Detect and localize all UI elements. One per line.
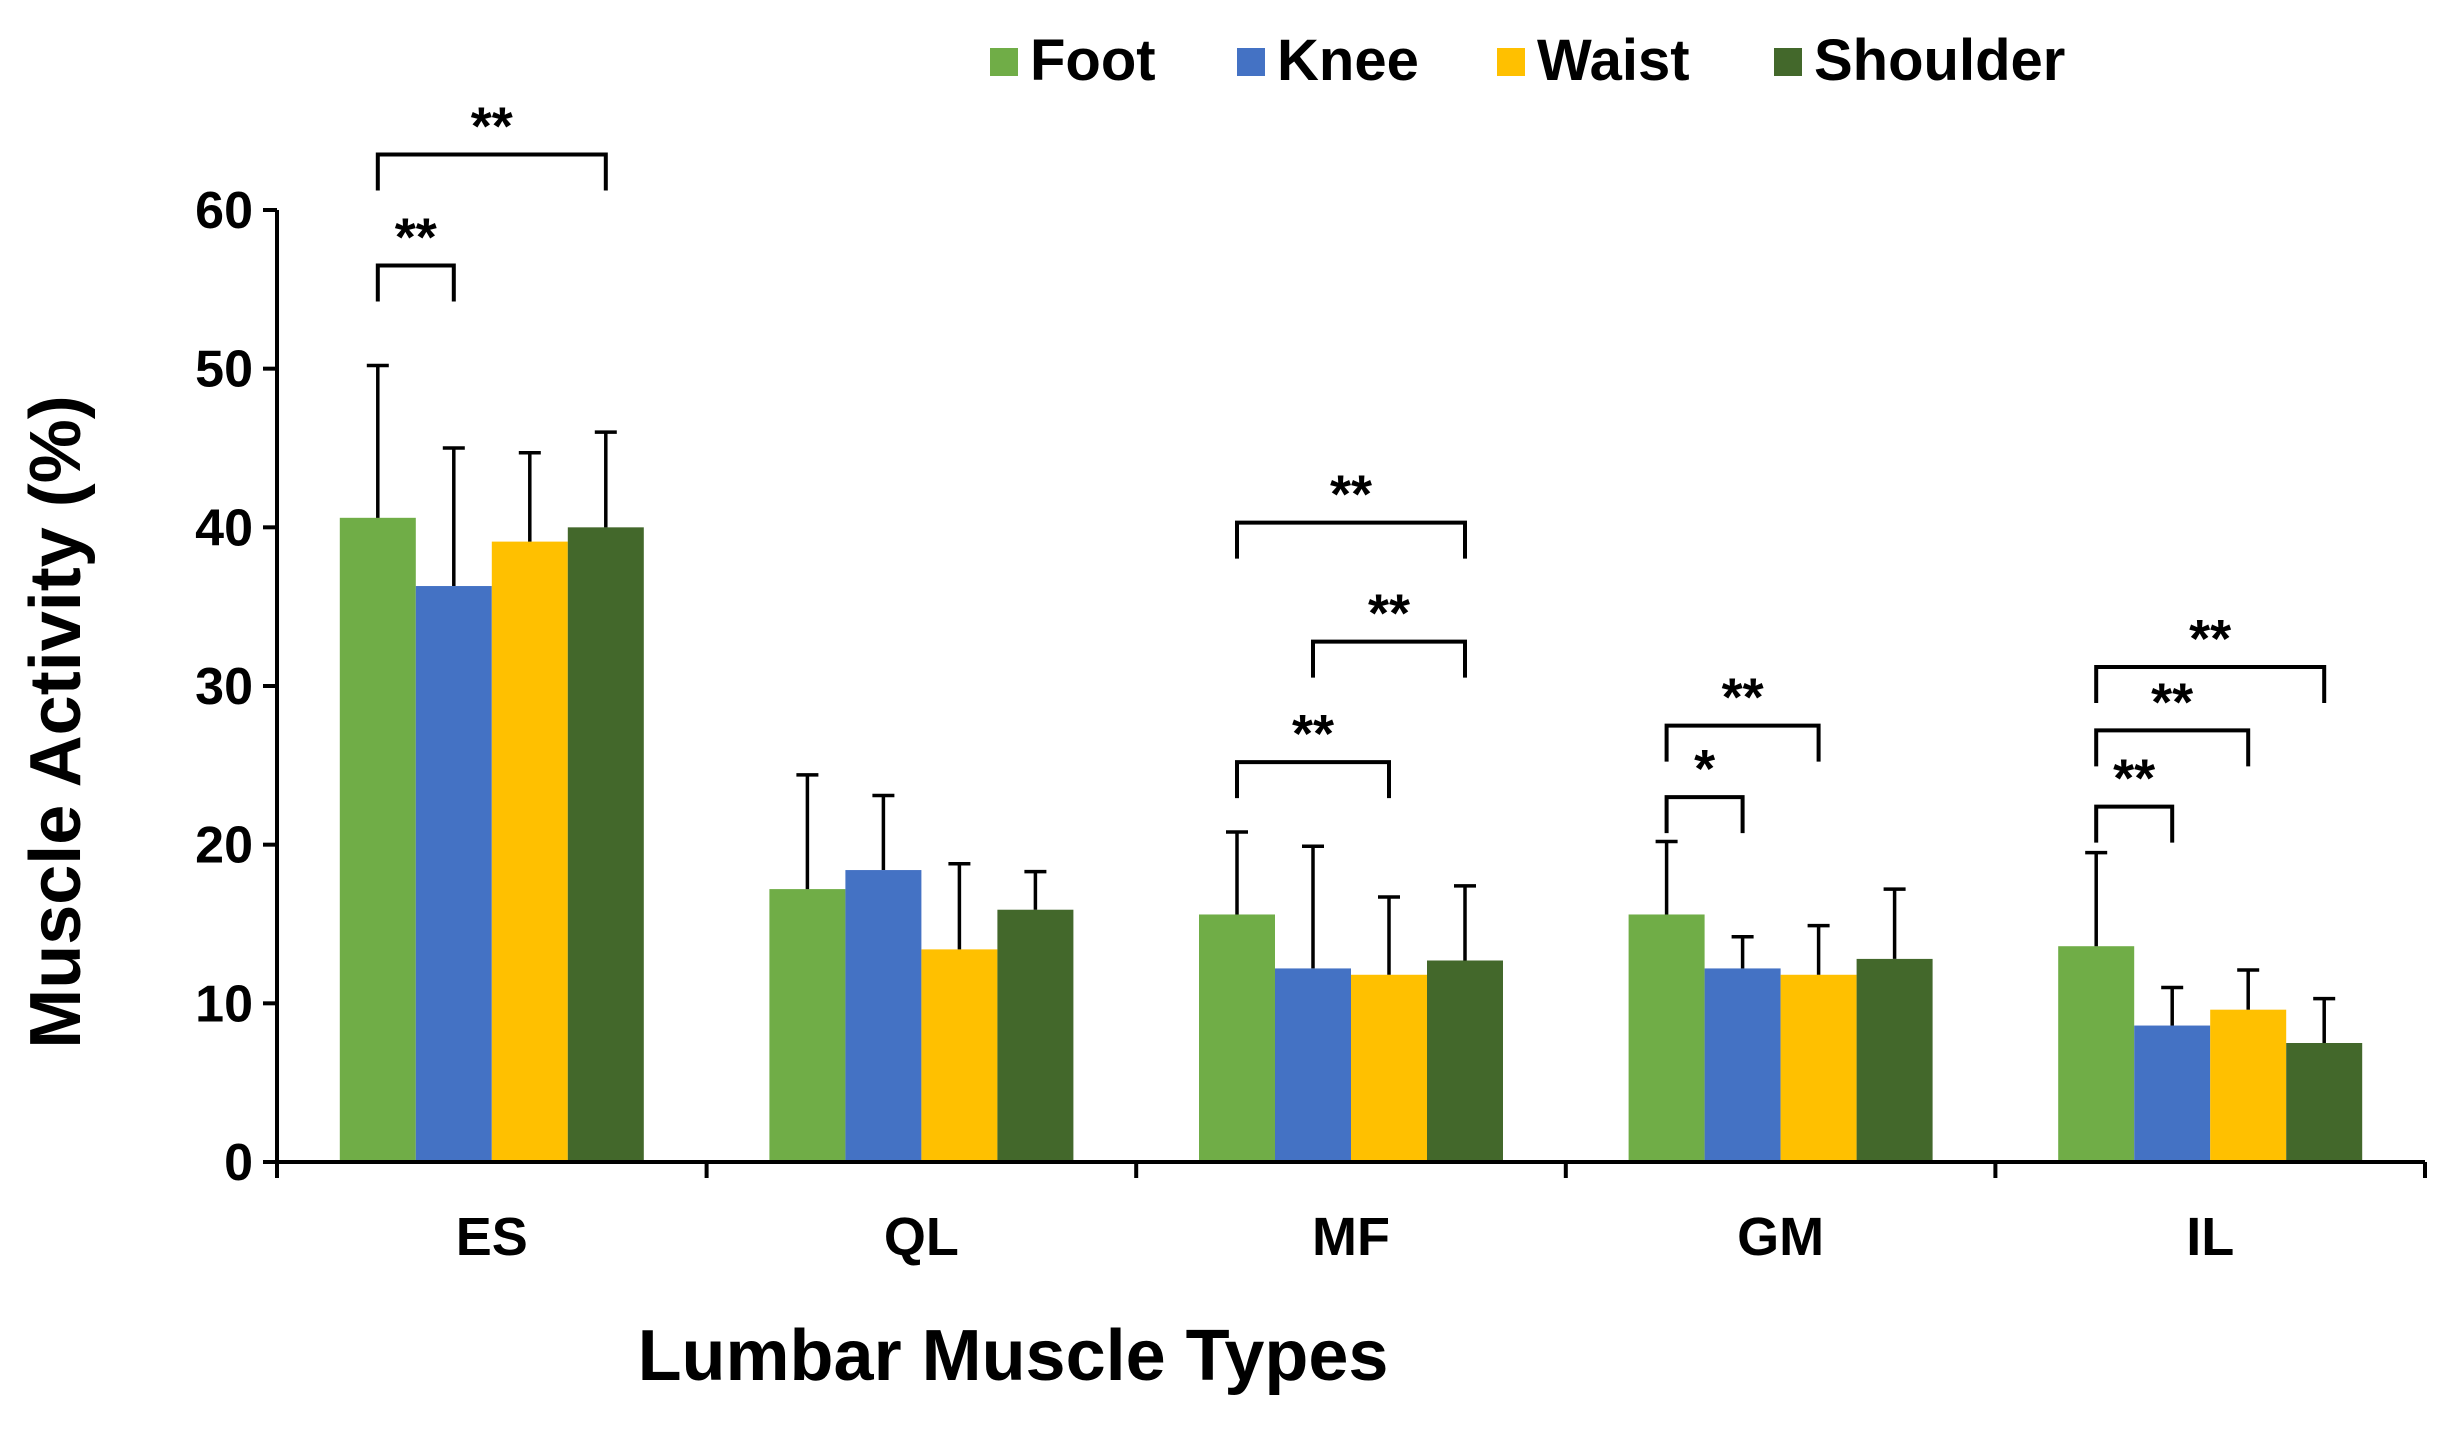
bar-waist-gm [1780,974,1857,1162]
legend-item-shoulder: Shoulder [1774,28,2065,93]
bar-knee-mf [1275,968,1351,1162]
y-tick-label: 10 [195,975,253,1033]
legend-label-knee: Knee [1277,28,1419,93]
y-tick-label: 0 [224,1134,253,1192]
bar-shoulder-gm [1856,958,1933,1162]
bar-waist-mf [1351,974,1427,1162]
y-tick-label: 60 [195,182,253,240]
significance-bracket-mf-3 [1311,639,1467,678]
x-tick-label-ql: QL [884,1207,959,1267]
bar-foot-ql [769,889,846,1162]
bar-shoulder-mf [1427,960,1503,1162]
bar-foot-il [2058,946,2135,1162]
significance-bracket-il-7 [2094,804,2175,843]
significance-label-es-0: ** [395,208,437,268]
bar-foot-es [339,517,416,1162]
bar-waist-ql [921,949,998,1162]
significance-label-il-8: ** [2151,672,2193,732]
significance-label-mf-3: ** [1368,584,1410,644]
significance-label-mf-2: ** [1292,704,1334,764]
bar-foot-gm [1628,914,1705,1162]
y-tick-label: 30 [195,658,253,716]
bars [339,517,2363,1162]
significance-label-es-1: ** [471,96,513,156]
legend: Foot Knee Waist Shoulder [990,28,2065,93]
legend-swatch-foot [990,48,1018,76]
y-tick-label: 20 [195,817,253,875]
significance-bracket-es-1 [375,152,608,191]
significance-label-gm-6: ** [1722,668,1764,728]
significance-bracket-il-8 [2094,728,2251,767]
significance-label-il-7: ** [2113,749,2155,809]
x-tick-label-gm: GM [1737,1207,1824,1267]
legend-label-shoulder: Shoulder [1814,28,2065,93]
bar-shoulder-es [567,527,644,1162]
significance-bracket-mf-4 [1235,520,1467,559]
significance-label-il-9: ** [2189,609,2231,669]
significance-bracket-mf-2 [1235,760,1391,799]
legend-item-waist: Waist [1497,28,1690,93]
significance-label-mf-4: ** [1330,465,1372,525]
legend-swatch-waist [1497,48,1525,76]
bar-foot-mf [1199,914,1275,1162]
x-tick-label-mf: MF [1312,1207,1390,1267]
significance-brackets: ******************* [375,96,2327,843]
x-tick-label-es: ES [456,1207,528,1267]
x-tick-label-il: IL [2186,1207,2234,1267]
x-axis-label: Lumbar Muscle Types [638,1316,1389,1396]
y-tick-label: 50 [195,341,253,399]
y-axis-label: Muscle Activity (%) [16,395,96,1048]
legend-label-waist: Waist [1537,28,1690,93]
significance-bracket-gm-5 [1664,795,1745,834]
bar-waist-es [491,541,568,1162]
significance-bracket-es-0 [375,263,456,302]
legend-item-knee: Knee [1237,28,1419,93]
bar-shoulder-ql [997,909,1074,1162]
bar-shoulder-il [2286,1043,2363,1162]
significance-bracket-gm-6 [1664,723,1821,762]
y-ticks: 0 10 20 30 40 50 60 [195,182,277,1192]
legend-swatch-shoulder [1774,48,1802,76]
significance-bracket-il-9 [2094,664,2327,703]
y-tick-label: 40 [195,499,253,557]
legend-item-foot: Foot [990,28,1156,93]
bar-waist-il [2210,1009,2287,1162]
legend-label-foot: Foot [1030,28,1156,93]
legend-swatch-knee [1237,48,1265,76]
error-bars [366,363,2336,1043]
bar-knee-gm [1704,968,1781,1162]
bar-knee-il [2134,1025,2211,1162]
x-ticks: ES QL MF GM IL [275,1162,2427,1267]
bar-knee-es [415,586,492,1162]
significance-label-gm-5: * [1694,739,1715,799]
bar-knee-ql [845,870,922,1162]
